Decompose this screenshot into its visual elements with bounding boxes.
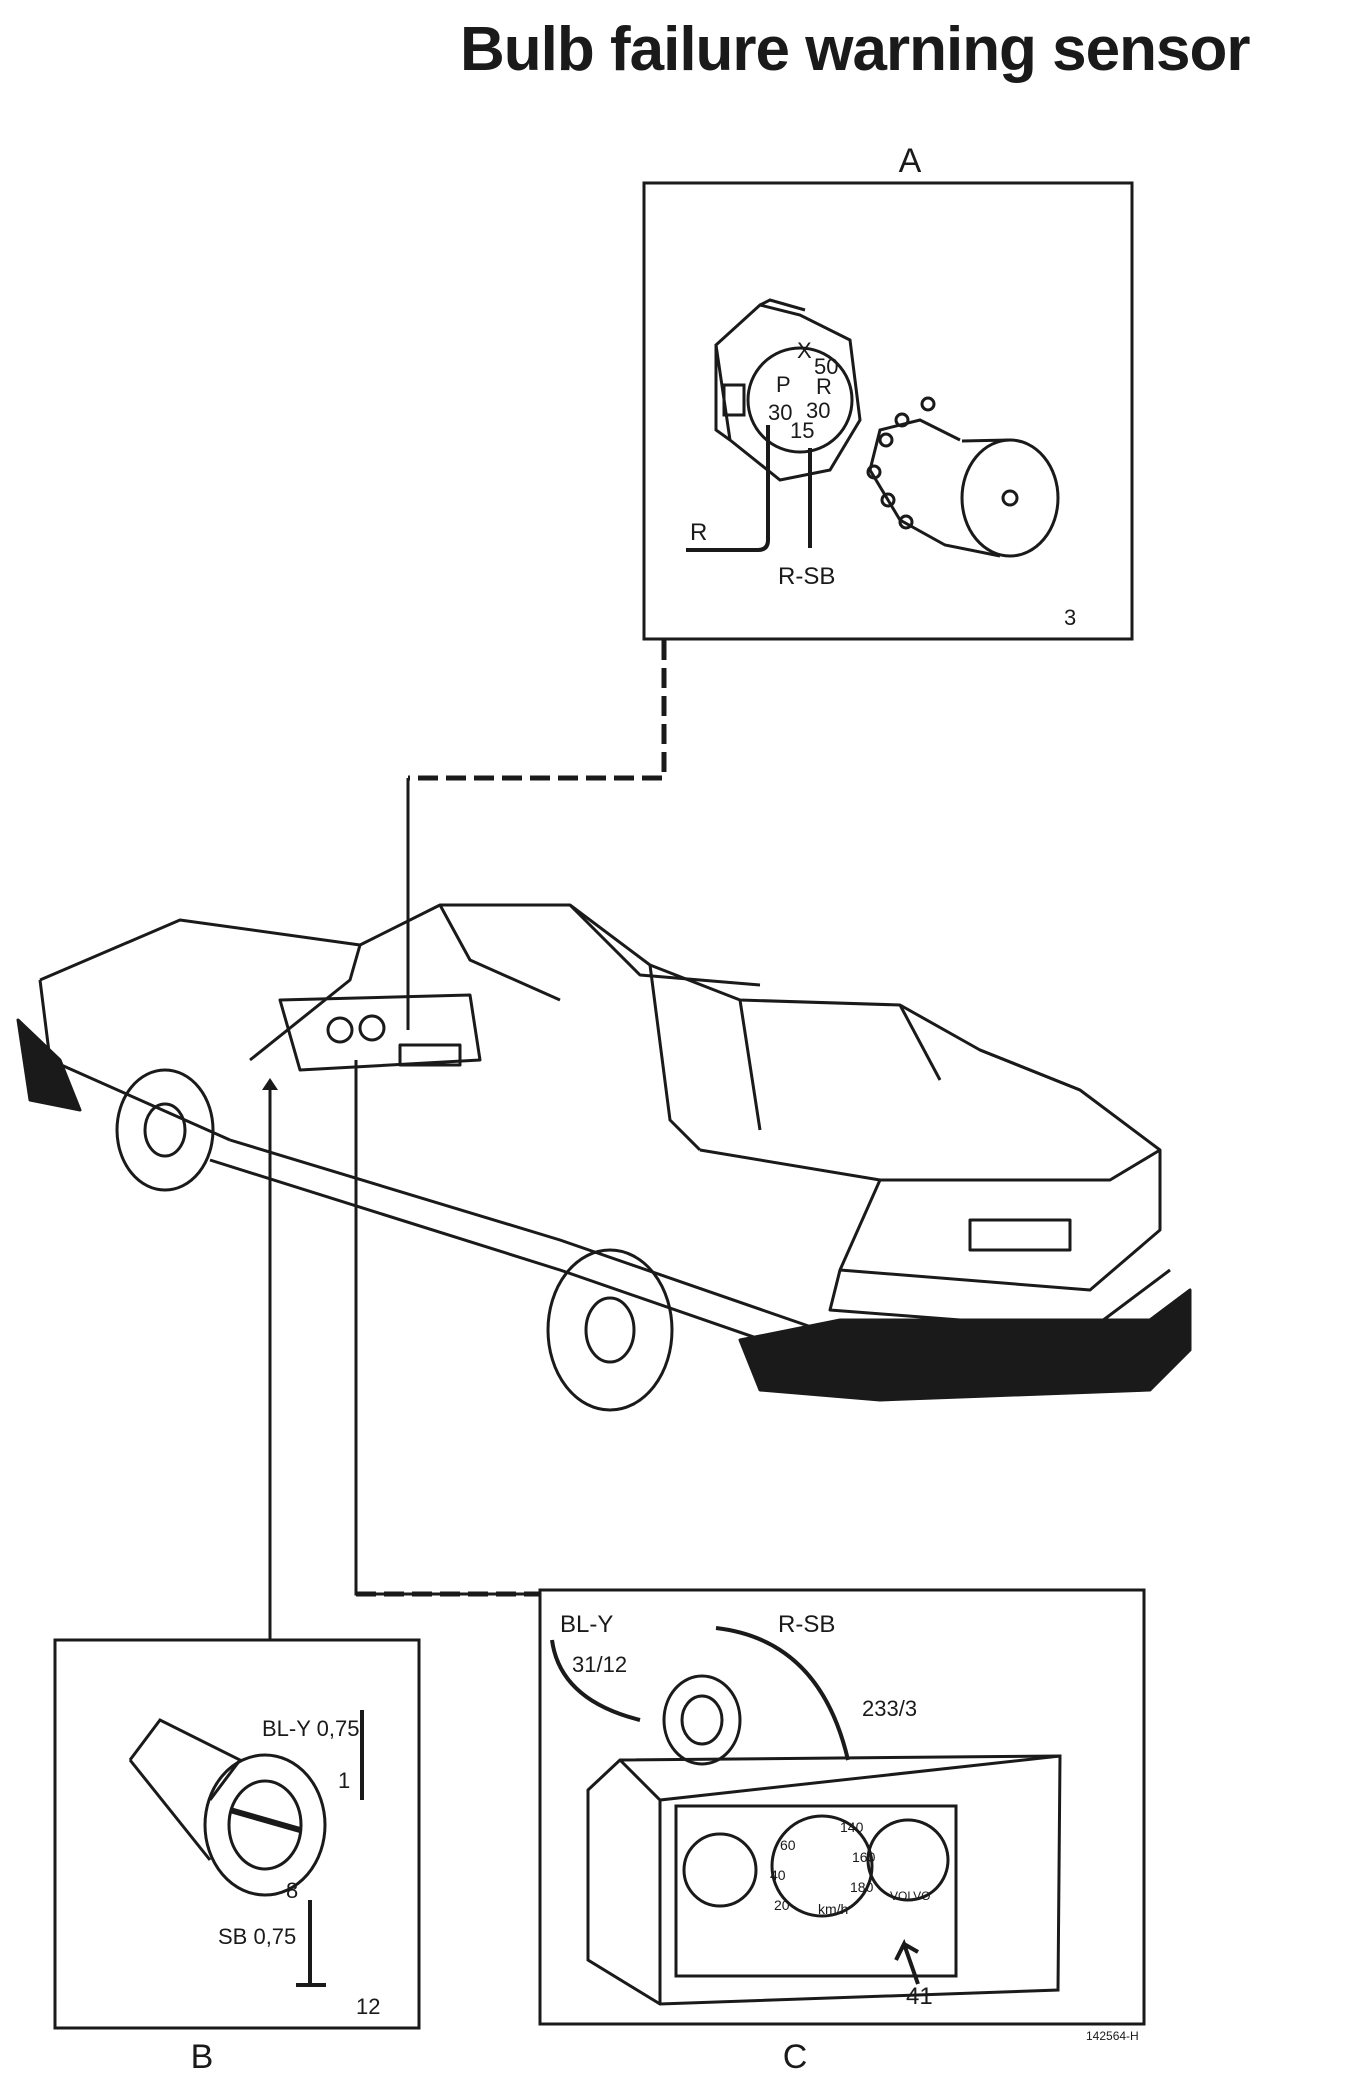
leader-b-arrow bbox=[262, 1078, 278, 1090]
pin-1-label: 1 bbox=[338, 1768, 350, 1793]
connector-233-3-label: 233/3 bbox=[862, 1696, 917, 1721]
figure-id: 142564-H bbox=[1086, 2029, 1139, 2043]
wire-bly-label-b: BL-Y 0,75 bbox=[262, 1716, 359, 1741]
panel-c-letter: C bbox=[783, 2038, 808, 2076]
pin-8-label: 8 bbox=[286, 1878, 298, 1903]
leader-c-solid bbox=[354, 1060, 540, 1596]
svg-text:VOLVO: VOLVO bbox=[890, 1889, 930, 1903]
svg-text:60: 60 bbox=[780, 1837, 796, 1853]
svg-text:R: R bbox=[816, 374, 832, 399]
ignition-switch-illustration bbox=[714, 298, 862, 482]
wire-sb-label-b: SB 0,75 bbox=[218, 1924, 296, 1949]
panel-b-frame bbox=[53, 1638, 421, 2030]
svg-text:140: 140 bbox=[840, 1819, 864, 1835]
connector-c-illustration bbox=[662, 1674, 742, 1766]
svg-text:40: 40 bbox=[770, 1867, 786, 1883]
panel-a-detail-number: 3 bbox=[1064, 605, 1076, 630]
panel-a: A X 50 P R 30 30 15 bbox=[642, 142, 1134, 641]
lamp-41-arrow bbox=[894, 1938, 920, 1985]
svg-text:km/h: km/h bbox=[818, 1901, 848, 1917]
panel-b-wires bbox=[296, 1710, 364, 1987]
connector-b-illustration bbox=[128, 1718, 327, 1897]
page-title: Bulb failure warning sensor bbox=[460, 15, 1250, 84]
lamp-41-label: 41 bbox=[906, 1983, 933, 2010]
svg-text:160: 160 bbox=[852, 1849, 876, 1865]
panel-a-letter: A bbox=[899, 142, 922, 180]
wire-r-label: R bbox=[690, 519, 707, 546]
svg-text:180: 180 bbox=[850, 1879, 874, 1895]
connector-31-12-label: 31/12 bbox=[572, 1652, 627, 1677]
panel-b: BL-Y 0,75 1 8 SB 0,75 12 B bbox=[53, 1638, 421, 2076]
wire-bly-label-c: BL-Y bbox=[560, 1611, 613, 1638]
panel-c-wires bbox=[550, 1626, 850, 1761]
panel-b-letter: B bbox=[191, 2038, 214, 2076]
ignition-switch-terminals: X 50 P R 30 30 15 bbox=[768, 338, 838, 443]
svg-text:15: 15 bbox=[790, 418, 814, 443]
panel-b-detail-number: 12 bbox=[356, 1994, 380, 2019]
speedometer-ticks: 20 40 60 140 160 180 km/h VOLVO bbox=[770, 1819, 930, 1917]
panel-a-wires bbox=[686, 425, 812, 552]
car-illustration bbox=[16, 903, 1192, 1412]
svg-text:50: 50 bbox=[814, 354, 838, 379]
panel-c-frame bbox=[538, 1588, 1146, 2026]
panel-c: BL-Y R-SB 31/12 233/3 20 40 60 140 160 1… bbox=[538, 1588, 1146, 2076]
svg-text:30: 30 bbox=[768, 400, 792, 425]
instrument-cluster-illustration bbox=[586, 1754, 1062, 2006]
panel-a-frame bbox=[642, 181, 1134, 641]
wire-rsb-label-a: R-SB bbox=[778, 563, 835, 590]
wire-rsb-label-c: R-SB bbox=[778, 1611, 835, 1638]
svg-text:P: P bbox=[776, 372, 791, 397]
svg-text:X: X bbox=[797, 338, 812, 363]
lock-cylinder-illustration bbox=[866, 396, 1060, 558]
svg-text:20: 20 bbox=[774, 1897, 790, 1913]
svg-text:30: 30 bbox=[806, 398, 830, 423]
leader-a-dashed bbox=[408, 640, 667, 781]
